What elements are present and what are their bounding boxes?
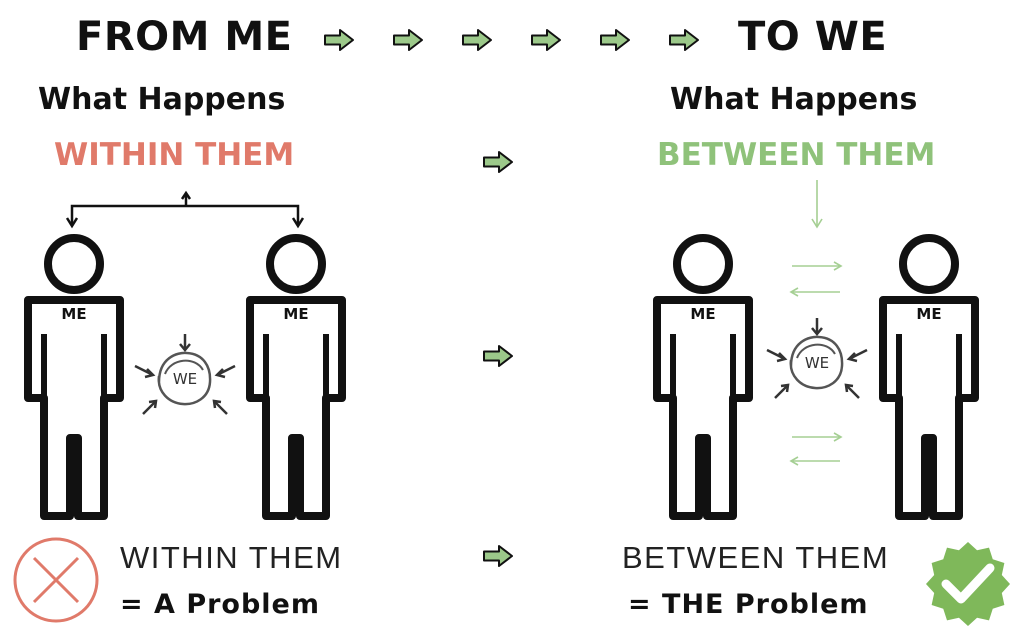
person-label: ME — [916, 305, 941, 323]
header-from-me: FROM ME — [76, 14, 293, 60]
right-arrow-icon — [483, 345, 513, 367]
right-arrow-icon — [483, 151, 513, 173]
down-arrow-icon — [811, 180, 823, 229]
right-arrow-icon — [393, 29, 423, 51]
check-badge-icon — [926, 542, 1010, 626]
person-label: ME — [690, 305, 715, 323]
right-arrow-icon — [324, 29, 354, 51]
person-label: ME — [61, 305, 86, 323]
right-caption-line1: BETWEEN THEM — [622, 540, 890, 575]
right-arrow-icon — [600, 29, 630, 51]
right-arrow-icon — [462, 29, 492, 51]
we-label: WE — [173, 370, 197, 388]
right-arrow-icon — [483, 545, 513, 567]
right-caption-line2: = THE Problem — [628, 589, 869, 620]
left-heading: What Happens — [38, 82, 286, 117]
left-caption-line1: WITHIN THEM — [120, 540, 343, 575]
x-circle-icon — [13, 537, 99, 623]
we-label: WE — [805, 354, 829, 372]
left-bracket-connector — [65, 190, 305, 229]
right-arrow-icon — [531, 29, 561, 51]
exchange-arrows-top — [789, 261, 843, 297]
header-to-we: TO WE — [738, 14, 888, 60]
person-left-a: ME — [28, 238, 120, 516]
person-right-a: ME — [657, 238, 749, 516]
person-label: ME — [283, 305, 308, 323]
right-we-cluster: WE — [765, 316, 869, 400]
right-highlight: BETWEEN THEM — [657, 137, 936, 173]
person-right-b: ME — [883, 238, 975, 516]
exchange-arrows-bottom — [789, 432, 843, 466]
right-arrow-icon — [669, 29, 699, 51]
header-arrows — [324, 29, 699, 51]
person-left-b: ME — [250, 238, 342, 516]
left-highlight: WITHIN THEM — [54, 137, 295, 173]
right-heading: What Happens — [670, 82, 918, 117]
left-we-cluster: WE — [133, 332, 237, 416]
left-caption-line2: = A Problem — [120, 589, 320, 620]
